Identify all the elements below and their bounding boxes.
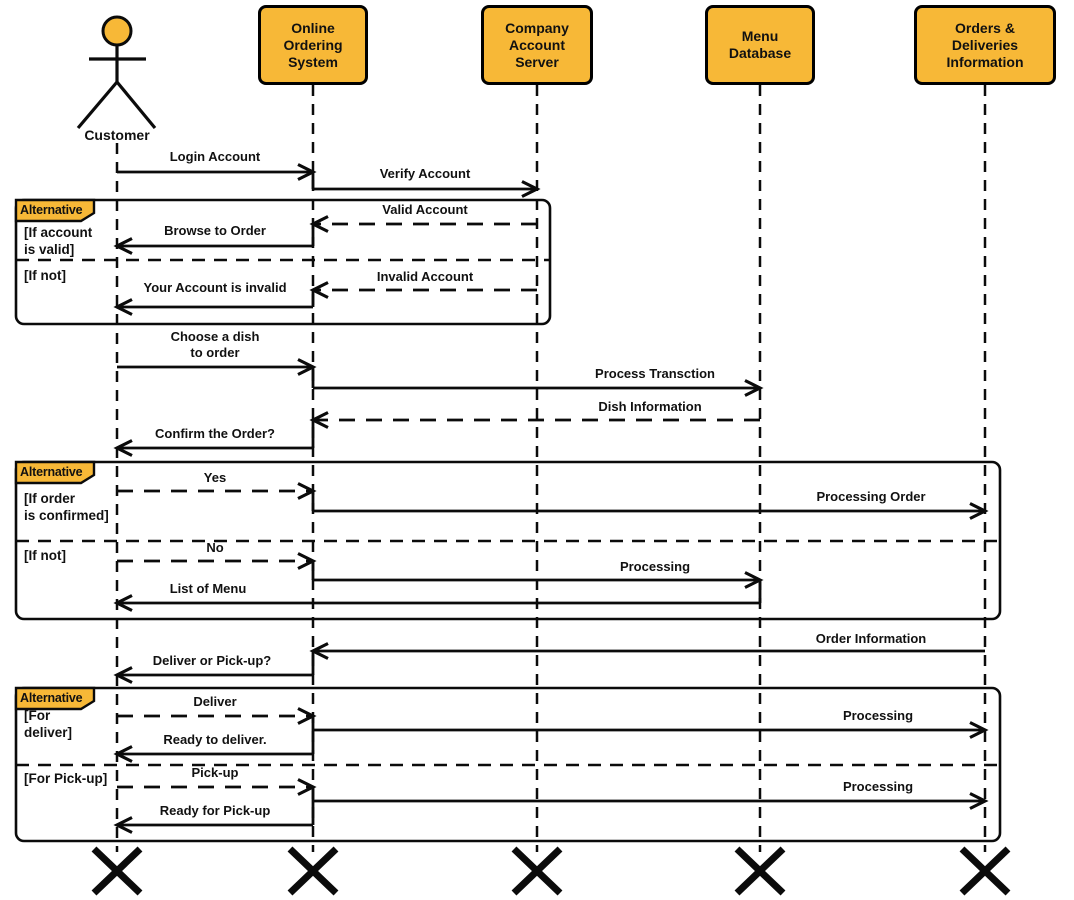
message-arrowhead-processing-pick-up <box>969 792 989 810</box>
message-label-your-account-is-invalid: Your Account is invalid <box>143 280 287 295</box>
message-label-no: No <box>206 540 224 555</box>
termination-x-menu-database <box>734 846 786 896</box>
fragment-guard-label: [If order is confirmed] <box>24 491 109 523</box>
message-label-confirm-the-order: Confirm the Order? <box>155 426 275 441</box>
message-arrowhead-ready-for-pick-up <box>113 816 133 834</box>
message-label-ready-to-deliver: Ready to deliver. <box>163 732 267 747</box>
message-label-choose-a-dish: Choose a dish to order <box>170 329 260 360</box>
message-label-login-account: Login Account <box>169 149 261 164</box>
message-arrowhead-your-account-is-invalid <box>113 298 133 316</box>
fragment-guard-label: [For deliver] <box>24 708 73 740</box>
termination-x-customer <box>91 846 143 896</box>
actor-left-leg-icon <box>76 80 119 130</box>
fragment-guard-label: [If not] <box>24 268 66 283</box>
message-arrowhead-list-of-menu <box>113 594 133 612</box>
fragment-guard-label: [For Pick-up] <box>24 771 108 786</box>
message-arrowhead-verify-account <box>521 180 541 198</box>
message-arrowhead-browse-to-order <box>113 237 133 255</box>
fragment-guard-label: [If not] <box>24 548 66 563</box>
message-label-browse-to-order: Browse to Order <box>164 223 266 238</box>
message-label-process-transction: Process Transction <box>595 366 715 381</box>
message-label-valid-account: Valid Account <box>382 202 468 217</box>
actor-right-leg-icon <box>115 80 157 130</box>
message-label-processing-pick-up: Processing <box>842 779 914 794</box>
message-arrowhead-ready-to-deliver <box>113 745 133 763</box>
message-arrowhead-process-transction <box>744 379 764 397</box>
message-label-ready-for-pick-up: Ready for Pick-up <box>159 803 271 818</box>
message-label-processing-order: Processing Order <box>816 489 926 504</box>
fragment-tab-alt-account <box>14 198 96 223</box>
lifeline-head-menu-database: Menu Database <box>705 5 815 85</box>
message-arrowhead-processing-deliver <box>969 721 989 739</box>
lifeline-head-company-account-server: Company Account Server <box>481 5 593 85</box>
message-arrowhead-processing-order <box>969 502 989 520</box>
message-label-pick-up: Pick-up <box>191 765 239 780</box>
fragment-tab-label-alt-confirm: Alternative <box>20 465 83 479</box>
termination-x-company-account-server <box>511 846 563 896</box>
message-label-dish-information: Dish Information <box>598 399 702 414</box>
message-label-deliver-or-pick-up: Deliver or Pick-up? <box>152 653 272 668</box>
message-arrowhead-deliver-or-pick-up <box>113 666 133 684</box>
lifeline-head-orders-deliveries-information: Orders & Deliveries Information <box>914 5 1056 85</box>
termination-x-orders-deliveries-information <box>959 846 1011 896</box>
message-label-processing-deliver: Processing <box>842 708 914 723</box>
message-label-processing-menu: Processing <box>619 559 691 574</box>
fragment-alt-account <box>14 198 552 326</box>
message-label-deliver: Deliver <box>193 694 237 709</box>
message-label-yes: Yes <box>203 470 227 485</box>
message-label-list-of-menu: List of Menu <box>169 581 247 596</box>
fragment-tab-label-alt-account: Alternative <box>20 203 83 217</box>
message-label-invalid-account: Invalid Account <box>376 269 474 284</box>
actor-label-customer: Customer <box>84 127 150 143</box>
fragment-guard-label: [If account is valid] <box>24 225 93 257</box>
fragment-tab-alt-confirm <box>14 460 96 485</box>
fragment-tab-alt-delivery <box>14 686 96 711</box>
message-arrowhead-confirm-the-order <box>113 439 133 457</box>
message-label-order-information: Order Information <box>815 631 927 646</box>
fragment-tab-label-alt-delivery: Alternative <box>20 691 83 705</box>
message-label-verify-account: Verify Account <box>379 166 471 181</box>
termination-x-online-ordering-system <box>287 846 339 896</box>
lifeline-head-online-ordering-system: Online Ordering System <box>258 5 368 85</box>
